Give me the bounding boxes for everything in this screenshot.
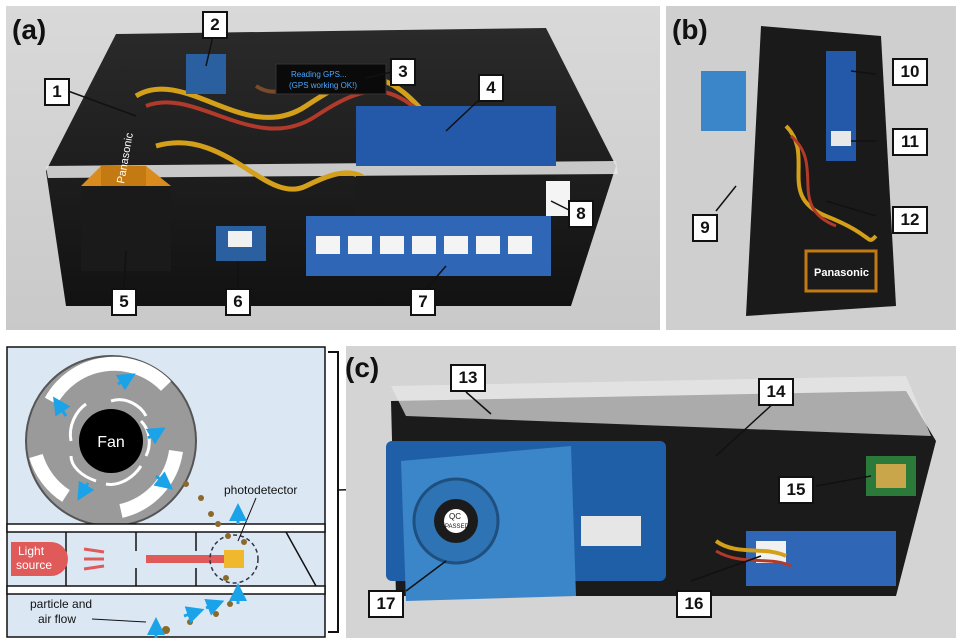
light-source-label-1: Light [18, 544, 45, 558]
callout-8: 8 [568, 200, 594, 228]
pm-sensor: QC PASSED [386, 441, 666, 601]
callout-15: 15 [778, 476, 814, 504]
callout-11: 11 [892, 128, 928, 156]
fan: Fan [25, 355, 197, 527]
qc-line-2: PASSED [445, 524, 470, 530]
panel-label-c: (c) [346, 352, 380, 383]
battery-9v-b [804, 249, 878, 293]
shield-board [356, 176, 556, 221]
flow-label-1: particle and [30, 597, 92, 611]
panel-label-b: (b) [672, 14, 708, 45]
callout-5: 5 [111, 288, 137, 316]
photo-panel-b: Panasonic (b) 10 11 12 9 [666, 6, 956, 330]
callout-2: 2 [202, 11, 228, 39]
flow-label-2: air flow [38, 612, 76, 626]
callout-9: 9 [692, 214, 718, 242]
callout-3: 3 [390, 58, 416, 86]
qc-line-1: QC [449, 512, 461, 521]
enclosure-photo-c: QC PASSED [346, 346, 956, 638]
photo-panel-a: Panasonic Reading GPS... (GPS working OK… [6, 6, 660, 330]
callout-17: 17 [368, 590, 404, 618]
sensor-diagram: Fan Light source [6, 346, 346, 638]
callout-7: 7 [410, 288, 436, 316]
callout-13: 13 [450, 364, 486, 392]
callout-10: 10 [892, 58, 928, 86]
gps-module [186, 54, 226, 94]
light-source-label-2: source [16, 558, 52, 572]
battery-brand-b: Panasonic [814, 267, 869, 279]
callout-1: 1 [44, 78, 70, 106]
callout-14: 14 [758, 378, 794, 406]
oled-line-2: (GPS working OK!) [289, 81, 357, 90]
callout-12: 12 [892, 206, 928, 234]
light-source [11, 542, 68, 576]
enclosure-photo-a: Panasonic Reading GPS... (GPS working OK… [6, 6, 660, 330]
photodetector-label: photodetector [224, 483, 297, 497]
enclosure-photo-b: Panasonic [666, 6, 956, 330]
callout-16: 16 [676, 590, 712, 618]
callout-4: 4 [478, 74, 504, 102]
photodetector [224, 550, 244, 568]
optical-sensor-diagram: Fan Light source [6, 346, 339, 638]
arduino-board [356, 106, 556, 166]
oled-line-1: Reading GPS... [291, 70, 347, 79]
oled-display: Reading GPS... (GPS working OK!) [275, 63, 387, 95]
callout-6: 6 [225, 288, 251, 316]
photo-panel-c: QC PASSED (c) 13 14 15 16 17 [346, 346, 956, 638]
pm-sensor-side [701, 71, 746, 131]
panel-label-a: (a) [12, 14, 47, 45]
fan-label: Fan [97, 434, 125, 451]
enclosure-top-view [746, 26, 896, 316]
battery-9v: Panasonic [81, 131, 171, 271]
